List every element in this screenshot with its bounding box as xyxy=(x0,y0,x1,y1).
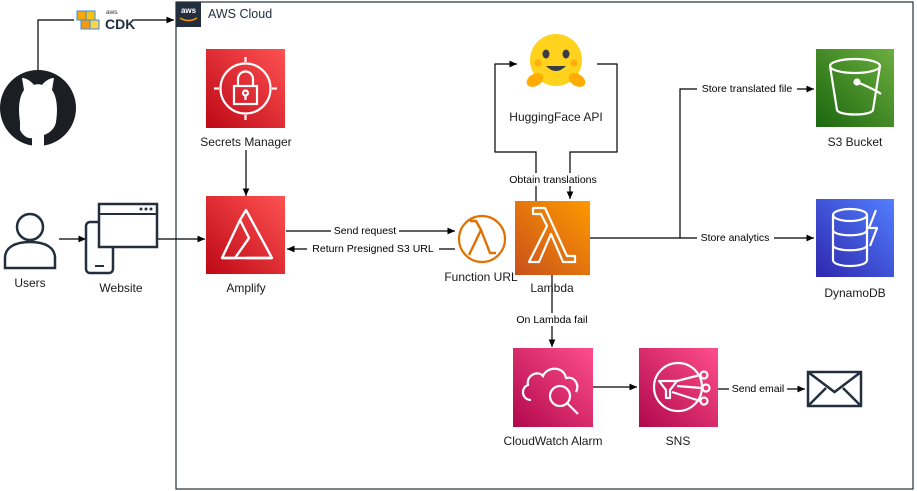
envelope-icon xyxy=(806,370,863,408)
edge-lambda-hf xyxy=(494,60,537,201)
huggingface-api-label: HuggingFace API xyxy=(509,110,602,124)
cloudwatch-alarm-node[interactable]: CloudWatch Alarm xyxy=(504,348,603,448)
bucket-icon xyxy=(828,57,882,116)
lock-icon xyxy=(214,57,277,120)
aws-logo-text: aws xyxy=(181,6,197,15)
edge-store-translated xyxy=(679,85,814,238)
hugging-face-emoji-icon xyxy=(526,34,586,87)
edge-labels: Send request Return Presigned S3 URL Obt… xyxy=(307,82,797,395)
label-bg xyxy=(307,242,439,255)
label-store-translated: Store translated file xyxy=(702,83,793,95)
aws-cloud-border xyxy=(175,1,914,490)
lambda-outline-icon xyxy=(457,214,507,264)
database-icon xyxy=(831,207,879,268)
lambda-node[interactable]: Lambda xyxy=(515,201,590,295)
secrets-manager-label: Secrets Manager xyxy=(200,135,291,149)
aws-logo-icon xyxy=(176,2,201,27)
label-bg xyxy=(505,173,601,186)
label-bg xyxy=(729,382,787,395)
label-on-lambda-fail: On Lambda fail xyxy=(516,314,587,326)
dynamodb-node[interactable]: DynamoDB xyxy=(816,199,894,300)
aws-cloud-label: AWS Cloud xyxy=(208,7,272,21)
function-url-label: Function URL xyxy=(444,270,518,284)
secrets-manager-node[interactable]: Secrets Manager xyxy=(200,49,292,149)
label-bg xyxy=(331,224,399,237)
users-node[interactable]: Users xyxy=(3,212,57,290)
label-return-presigned: Return Presigned S3 URL xyxy=(312,243,434,255)
edge-github-cdk xyxy=(37,19,74,70)
dynamodb-label: DynamoDB xyxy=(824,286,885,300)
dynamodb-tile xyxy=(816,199,894,277)
sns-tile xyxy=(639,348,718,427)
github-octocat xyxy=(19,78,57,146)
aws-cloud-group: aws AWS Cloud xyxy=(175,1,914,490)
amplify-icon xyxy=(220,208,274,260)
users-label: Users xyxy=(14,276,45,290)
cdk-node[interactable]: aws CDK xyxy=(76,9,135,32)
website-node[interactable]: Website xyxy=(84,202,159,295)
label-send-email: Send email xyxy=(732,383,785,395)
sns-node[interactable]: SNS xyxy=(639,348,718,448)
label-bg xyxy=(697,231,774,244)
website-label: Website xyxy=(99,281,142,295)
amplify-tile xyxy=(206,196,285,274)
s3-bucket-node[interactable]: S3 Bucket xyxy=(816,49,894,149)
browser-mobile-icon xyxy=(84,202,159,275)
huggingface-node[interactable]: HuggingFace API xyxy=(509,34,603,124)
cdk-icon xyxy=(76,10,100,30)
notification-icon xyxy=(652,361,711,413)
s3-bucket-label: S3 Bucket xyxy=(828,135,883,149)
amplify-node[interactable]: Amplify xyxy=(206,196,285,295)
sns-label: SNS xyxy=(666,434,691,448)
label-store-analytics: Store analytics xyxy=(701,232,770,244)
lambda-label: Lambda xyxy=(530,281,574,295)
cloudwatch-alarm-label: CloudWatch Alarm xyxy=(504,434,603,448)
amplify-label: Amplify xyxy=(226,281,265,295)
user-icon xyxy=(3,212,57,270)
label-send-request: Send request xyxy=(334,225,397,237)
edge-hf-lambda xyxy=(566,63,618,199)
lambda-icon xyxy=(527,206,577,264)
github-node[interactable] xyxy=(0,70,76,146)
label-bg xyxy=(512,313,592,326)
cdk-label: CDK xyxy=(105,16,135,32)
label-bg xyxy=(697,82,797,95)
label-obtain-translations: Obtain translations xyxy=(509,174,597,186)
secrets-manager-tile xyxy=(206,49,285,128)
function-url-node[interactable]: Function URL xyxy=(444,214,518,284)
email-node[interactable] xyxy=(806,370,863,408)
aws-smile xyxy=(179,17,198,22)
cloud-magnifier-icon xyxy=(521,367,579,415)
cdk-small-label: aws xyxy=(106,9,118,16)
